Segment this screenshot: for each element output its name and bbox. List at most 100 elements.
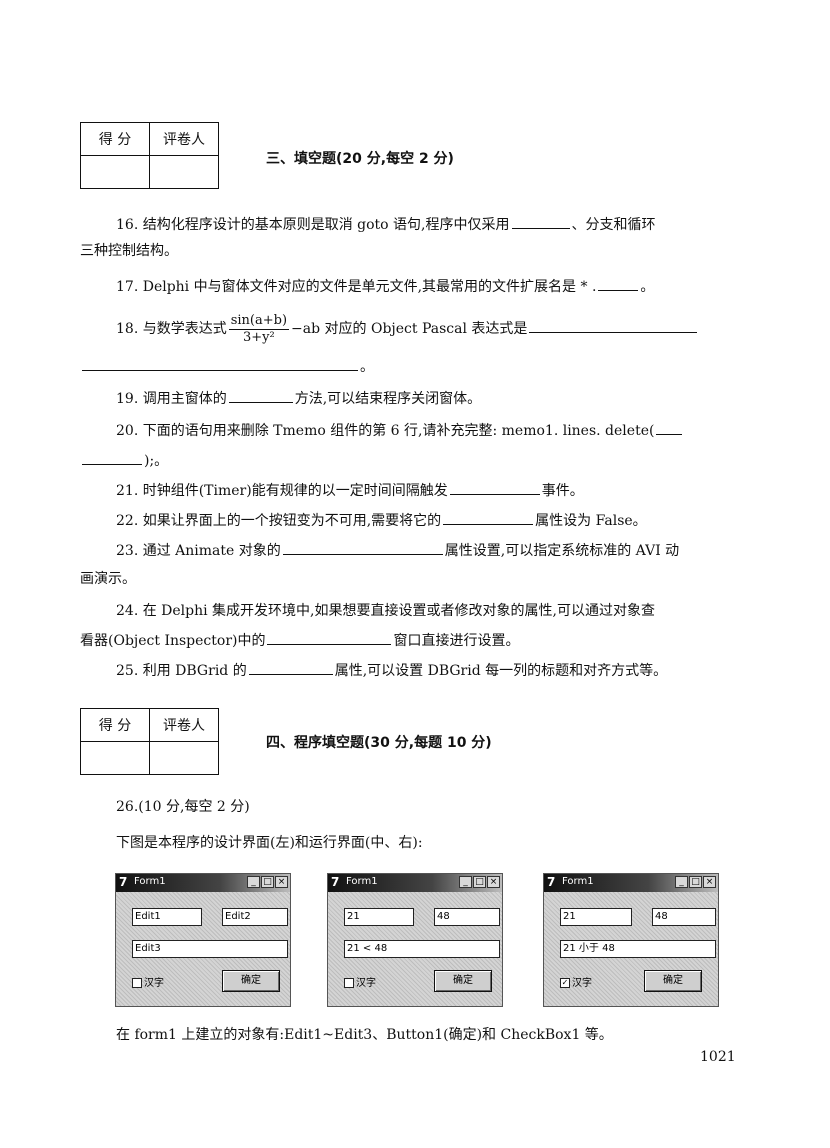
question-17: 17. Delphi 中与窗体文件对应的文件是单元文件,其最常用的文件扩展名是 … [116,276,654,298]
q17-text-b: 。 [640,279,655,295]
q18-text-a: 18. 与数学表达式 [116,321,227,337]
q24-text-b: 看器(Object Inspector)中的 [80,633,266,649]
section4-title: 四、程序填空题(30 分,每题 10 分) [266,735,492,751]
edit2-field[interactable]: 48 [434,908,500,926]
hanzi-checkbox[interactable]: 汉字 [344,974,376,989]
edit2-field[interactable]: Edit2 [222,908,288,926]
answer-blank [82,450,142,465]
edit1-field[interactable]: 21 [560,908,632,926]
edit2-field[interactable]: 48 [652,908,716,926]
edit1-field[interactable]: Edit1 [132,908,202,926]
q18-continuation: 。 [80,356,374,378]
delphi-form-icon: 7 [331,875,340,889]
score-cell [80,155,150,189]
q21-text-b: 事件。 [541,483,584,499]
maximize-icon[interactable]: □ [473,876,486,888]
edit3-field[interactable]: Edit3 [132,940,288,958]
window-title: Form1 [562,876,594,887]
score-table-section3: 得 分 评卷人 [80,122,219,189]
q22-text-b: 属性设为 False。 [535,513,647,529]
minimize-icon[interactable]: _ [675,876,688,888]
q23-continuation: 画演示。 [80,571,136,587]
answer-blank [449,480,540,495]
confirm-button[interactable]: 确定 [644,970,702,992]
checkbox-box [132,978,142,988]
fraction-numerator: sin(a+b) [228,312,290,330]
delphi-form-icon: 7 [547,875,556,889]
window-controls: _ □ × [675,876,716,888]
checkbox-label: 汉字 [572,978,592,989]
score-table-section4: 得 分 评卷人 [80,708,219,775]
question-21: 21. 时钟组件(Timer)能有规律的以一定时间间隔触发 事件。 [116,480,584,502]
question-26: 26.(10 分,每空 2 分) [116,799,250,815]
checkbox-label: 汉字 [144,978,164,989]
q20-text-b: );。 [144,453,169,469]
q17-text-a: 17. Delphi 中与窗体文件对应的文件是单元文件,其最常用的文件扩展名是 … [116,279,597,295]
close-icon[interactable]: × [275,876,288,888]
question-24: 24. 在 Delphi 集成开发环境中,如果想要直接设置或者修改对象的属性,可… [116,603,655,619]
answer-blank [82,356,358,371]
q18-text-b: −ab 对应的 Object Pascal 表达式是 [291,321,528,337]
objects-description: 在 form1 上建立的对象有:Edit1~Edit3、Button1(确定)和… [116,1027,613,1043]
q21-text-a: 21. 时钟组件(Timer)能有规律的以一定时间间隔触发 [116,483,448,499]
answer-blank [267,630,392,645]
edit3-field[interactable]: 21 小于 48 [560,940,716,958]
grader-header: 评卷人 [149,708,219,742]
q16-text-b: 、分支和循环 [571,217,656,233]
q20-continuation: );。 [80,450,168,472]
question-20: 20. 下面的语句用来删除 Tmemo 组件的第 6 行,请补充完整: memo… [116,420,684,442]
minimize-icon[interactable]: _ [247,876,260,888]
q23-text-a: 23. 通过 Animate 对象的 [116,543,281,559]
answer-blank [248,660,333,675]
q22-text-a: 22. 如果让界面上的一个按钮变为不可用,需要将它的 [116,513,442,529]
window-titlebar: 7 Form1 _ □ × [116,874,290,892]
q20-text-a: 20. 下面的语句用来删除 Tmemo 组件的第 6 行,请补充完整: memo… [116,423,655,439]
score-header: 得 分 [80,122,150,156]
confirm-button[interactable]: 确定 [222,970,280,992]
maximize-icon[interactable]: □ [689,876,702,888]
q19-text-a: 19. 调用主窗体的 [116,391,227,407]
question-16: 16. 结构化程序设计的基本原则是取消 goto 语句,程序中仅采用 、分支和循环 [116,214,656,236]
form-window-run-checked: 7 Form1 _ □ × 21 48 21 小于 48 ✓汉字 确定 [543,873,719,1007]
q26-description: 下图是本程序的设计界面(左)和运行界面(中、右): [116,835,423,851]
q18-text-c: 。 [360,359,374,375]
question-22: 22. 如果让界面上的一个按钮变为不可用,需要将它的 属性设为 False。 [116,510,647,532]
maximize-icon[interactable]: □ [261,876,274,888]
answer-blank [656,420,683,435]
minimize-icon[interactable]: _ [459,876,472,888]
grader-cell [149,155,219,189]
q19-text-b: 方法,可以结束程序关闭窗体。 [294,391,482,407]
q24-continuation: 看器(Object Inspector)中的 窗口直接进行设置。 [80,630,519,652]
answer-blank [511,214,570,229]
answer-blank [228,388,293,403]
delphi-form-icon: 7 [119,875,128,889]
question-23: 23. 通过 Animate 对象的 属性设置,可以指定系统标准的 AVI 动 [116,540,679,562]
answer-blank [443,510,534,525]
checkbox-box: ✓ [560,978,570,988]
form-window-run-unchecked: 7 Form1 _ □ × 21 48 21 < 48 汉字 确定 [327,873,503,1007]
answer-blank [282,540,443,555]
checkbox-box [344,978,354,988]
page-number: 1021 [700,1049,736,1065]
form-window-design: 7 Form1 _ □ × Edit1 Edit2 Edit3 汉字 确定 [115,873,291,1007]
window-controls: _ □ × [459,876,500,888]
close-icon[interactable]: × [703,876,716,888]
q24-text-c: 窗口直接进行设置。 [393,633,520,649]
grader-cell [149,741,219,775]
confirm-button[interactable]: 确定 [434,970,492,992]
q16-text-a: 16. 结构化程序设计的基本原则是取消 goto 语句,程序中仅采用 [116,217,510,233]
math-fraction: sin(a+b)3+y² [228,312,290,346]
answer-blank [598,276,639,291]
question-19: 19. 调用主窗体的 方法,可以结束程序关闭窗体。 [116,388,481,410]
close-icon[interactable]: × [487,876,500,888]
q16-continuation: 三种控制结构。 [80,243,178,259]
score-header: 得 分 [80,708,150,742]
hanzi-checkbox[interactable]: 汉字 [132,974,164,989]
edit1-field[interactable]: 21 [344,908,414,926]
hanzi-checkbox[interactable]: ✓汉字 [560,974,592,989]
edit3-field[interactable]: 21 < 48 [344,940,500,958]
q25-text-b: 属性,可以设置 DBGrid 每一列的标题和对齐方式等。 [334,663,668,679]
window-controls: _ □ × [247,876,288,888]
q23-text-b: 属性设置,可以指定系统标准的 AVI 动 [444,543,680,559]
